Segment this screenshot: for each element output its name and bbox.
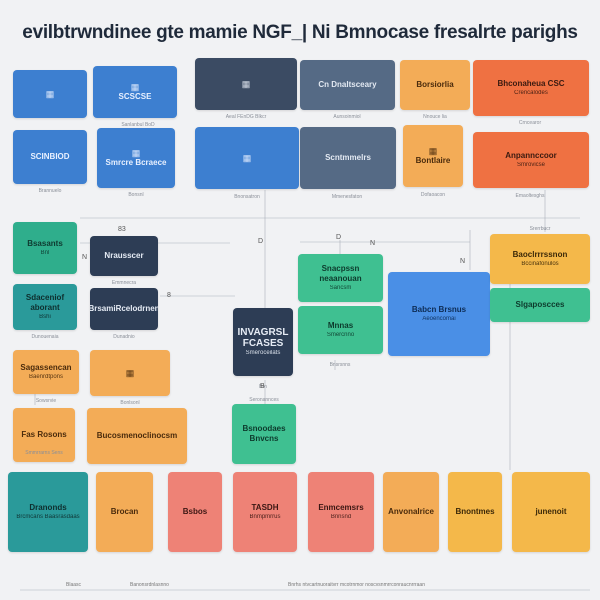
node-card[interactable]: Baoclrrrssnon Bccinafonulos — [490, 234, 590, 284]
node-card[interactable]: ▦ — [195, 127, 299, 189]
node-card[interactable]: Anpannccoor Smrovicse — [473, 132, 589, 188]
node-card[interactable]: Sdaceniof aborant Bshi — [13, 284, 77, 330]
node-card[interactable]: BrsamiRcelodrnen — [90, 288, 158, 330]
node-caption: Emmnecra — [111, 280, 137, 286]
node-card[interactable]: Nrausscer — [90, 236, 158, 276]
node-caption: Brn — [259, 384, 267, 390]
footer-text: Banonsrdnlasnno — [130, 582, 169, 588]
connector-marker: D — [336, 234, 342, 241]
node-card[interactable]: Babcn Brsnus Aeoencomai — [388, 272, 490, 356]
node-caption: Mmenesfaton — [331, 194, 363, 200]
node-card[interactable]: Bsasants Bnl — [13, 222, 77, 274]
node-card[interactable]: TASDH Bnmpmrrus — [233, 472, 297, 552]
grid-icon: ▦ — [130, 82, 140, 92]
connector-marker: N — [82, 254, 88, 261]
footer-legend: Blaasc Banonsrdnlasnno Bnrhs ntvcartnuor… — [0, 582, 600, 592]
connector-marker: 8 — [167, 292, 171, 299]
node-caption: Dofaoacon — [420, 192, 446, 198]
grid-icon: ▦ — [45, 89, 55, 99]
node-caption: Aeal FEnDG Blkcr — [225, 114, 267, 120]
node-caption: Brannuelo — [38, 188, 62, 194]
node-card[interactable]: Slgaposcces — [490, 288, 590, 322]
node-card[interactable]: Mnnas Smercnno — [298, 306, 383, 354]
node-caption: Dunadnio — [113, 334, 135, 340]
node-caption: Dunouenaia — [31, 334, 59, 340]
node-card[interactable]: ▦ SCSCSE — [93, 66, 177, 118]
connector-marker: 83 — [118, 226, 126, 233]
connector-marker: N — [370, 240, 376, 247]
grid-icon: ▦ — [428, 146, 438, 156]
node-caption: Smmrrarns Sens — [25, 450, 63, 456]
node-card[interactable]: Bsnoodaes Bnvcns — [232, 404, 296, 464]
node-caption: Srerrbucr — [529, 226, 551, 232]
node-card[interactable]: Snacpssn neaanouan Sancsm — [298, 254, 383, 302]
node-card[interactable]: Bucosmenoclinocsm — [87, 408, 187, 464]
grid-icon: ▦ — [242, 153, 252, 163]
footer-text: Bnrhs ntvcartnuoraitvrr mcotrnmor noscvs… — [288, 582, 425, 588]
node-card[interactable]: Borsiorlia — [400, 60, 470, 110]
node-card[interactable]: Enmcemsrs Bnnsnd — [308, 472, 374, 552]
node-caption: Aunsoinmiol — [333, 114, 361, 120]
node-caption: Emaoltesghs — [515, 193, 545, 199]
diagram-title: evilbtrwndinee gte mamie NGF_| Ni Bmnoca… — [22, 22, 578, 43]
node-card[interactable]: Bhconaheua CSC Crencalodes — [473, 60, 589, 116]
node-card[interactable]: Bsbos — [168, 472, 222, 552]
node-card[interactable]: Bnontmes — [448, 472, 502, 552]
node-card[interactable]: ▦ — [90, 350, 170, 396]
node-caption: Bonsnl — [128, 192, 144, 198]
node-caption: Seronannces — [249, 397, 279, 403]
connector-marker: N — [460, 258, 466, 265]
node-card[interactable]: junenoit — [512, 472, 590, 552]
node-card[interactable]: Fas Rosons — [13, 408, 75, 462]
grid-icon: ▦ — [125, 368, 135, 378]
node-card[interactable]: Scntmmelrs — [300, 127, 396, 189]
grid-icon: ▦ — [241, 79, 251, 89]
node-card[interactable]: Cn Dnaltsceary — [300, 60, 395, 110]
node-card[interactable]: Sagassencan Baenrdtpons — [13, 350, 79, 394]
node-card[interactable]: Dranonds Brcmcans Baasrasdaas — [8, 472, 88, 552]
grid-icon: ▦ — [131, 148, 141, 158]
node-card[interactable]: ▦ — [13, 70, 87, 118]
node-caption: Sowsrvie — [35, 398, 57, 404]
node-caption: Bonlsonl — [120, 400, 140, 406]
node-card[interactable]: ▦ — [195, 58, 297, 110]
node-card[interactable]: Brocan — [96, 472, 153, 552]
node-caption: Crncearor — [518, 120, 542, 126]
node-card[interactable]: ▦ Smrcre Bcraece — [97, 128, 175, 188]
node-card[interactable]: Anvonalrice — [383, 472, 439, 552]
node-card[interactable]: SCINBIOD — [13, 130, 87, 184]
node-card[interactable]: ▦ Bontlaire — [403, 125, 463, 187]
footer-text: Blaasc — [66, 582, 82, 588]
node-caption: Sanlanbul BoD — [121, 122, 155, 128]
node-caption: Nnouce lia — [423, 114, 447, 120]
node-caption: Bnsrsnns — [329, 362, 351, 368]
node-caption: Bnonsatron — [234, 194, 260, 200]
connector-marker: B — [260, 383, 265, 390]
node-card-featured[interactable]: INVAGRSL FCASES Smeroceilats — [233, 308, 293, 376]
connector-marker: D — [258, 238, 264, 245]
